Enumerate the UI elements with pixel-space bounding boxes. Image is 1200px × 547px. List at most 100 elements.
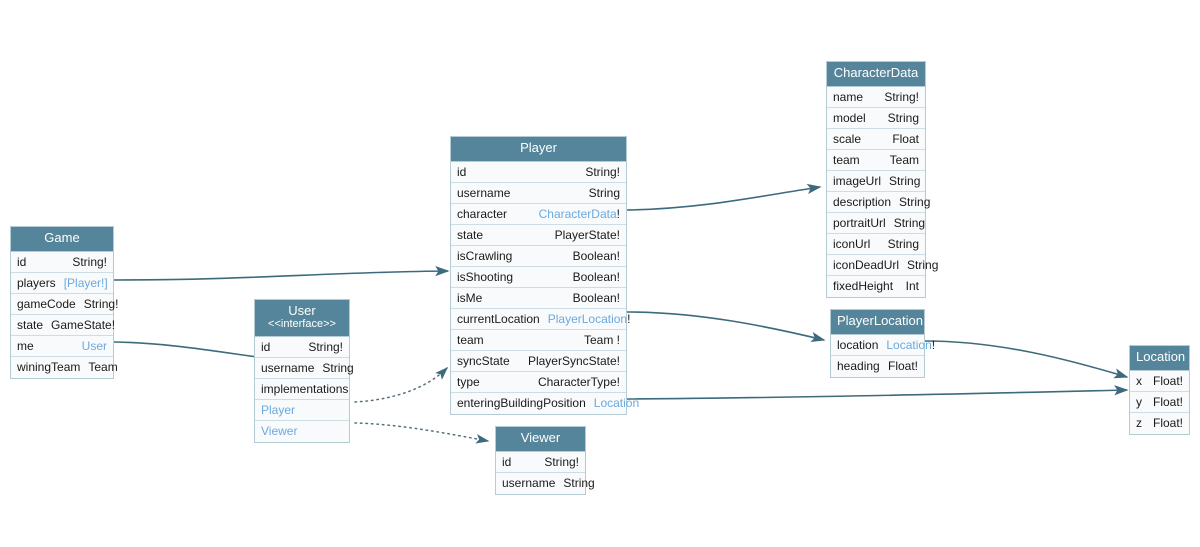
field-name: isMe — [457, 290, 483, 305]
field-row[interactable]: y Float! — [1130, 391, 1189, 413]
field-name: team — [457, 332, 484, 347]
field-type[interactable]: Location — [593, 396, 640, 411]
field-name: portraitUrl — [833, 215, 886, 230]
field-row[interactable]: syncState PlayerSyncState! — [451, 350, 626, 372]
field-row[interactable]: character CharacterData! — [451, 203, 626, 225]
node-user-stereotype: <<interface>> — [268, 317, 336, 330]
field-row[interactable]: description String — [827, 191, 930, 213]
field-row[interactable]: state GameState! — [11, 314, 115, 336]
field-type[interactable]: PlayerLocation! — [540, 312, 631, 326]
field-name: character — [457, 206, 508, 221]
field-row[interactable]: id String! — [255, 336, 349, 358]
field-row[interactable]: location Location! — [831, 334, 935, 356]
field-name: winingTeam — [17, 360, 81, 375]
field-name: y — [1136, 394, 1142, 409]
field-row[interactable]: username String — [255, 357, 354, 379]
field-row[interactable]: iconDeadUrl String — [827, 254, 938, 276]
field-row[interactable]: iconUrl String — [827, 233, 925, 255]
field-row[interactable]: heading Float! — [831, 355, 924, 377]
field-type[interactable]: Location! — [878, 338, 935, 352]
node-user[interactable]: User <<interface>> id String! username S… — [254, 299, 354, 443]
node-game[interactable]: Game id String! players [Player!] gameCo… — [10, 226, 118, 379]
field-row[interactable]: scale Float — [827, 128, 925, 150]
field-type: Boolean! — [572, 290, 620, 305]
field-type: Team — [889, 152, 919, 167]
node-location[interactable]: Location x Float! y Float! z Float! — [1129, 345, 1190, 435]
edge-game-players-to-player — [113, 265, 450, 281]
field-type: Float! — [1152, 373, 1183, 388]
field-row[interactable]: id String! — [451, 161, 626, 183]
field-row[interactable]: isMe Boolean! — [451, 287, 626, 309]
field-type: PlayerState! — [554, 227, 620, 242]
field-type-bang: ! — [627, 311, 631, 326]
field-row[interactable]: me User — [11, 335, 113, 357]
field-type: Team ! — [583, 332, 620, 347]
field-type[interactable]: CharacterData! — [531, 207, 620, 221]
field-row[interactable]: id String! — [11, 251, 113, 273]
node-location-title: Location — [1130, 346, 1189, 371]
field-name: id — [502, 454, 512, 469]
field-row[interactable]: gameCode String! — [11, 293, 118, 315]
field-row[interactable]: team Team ! — [451, 329, 626, 351]
node-playerlocation[interactable]: PlayerLocation location Location! headin… — [830, 309, 935, 378]
field-type[interactable]: [Player!] — [63, 275, 108, 290]
node-viewer[interactable]: Viewer id String! username String — [495, 426, 595, 495]
node-characterdata[interactable]: CharacterData name String! model String … — [826, 61, 938, 298]
field-name: iconUrl — [833, 236, 871, 251]
field-type[interactable]: User — [81, 338, 107, 353]
node-characterdata-title: CharacterData — [827, 62, 925, 87]
field-row[interactable]: currentLocation PlayerLocation! — [451, 308, 630, 330]
field-type: String — [907, 257, 939, 272]
field-row[interactable]: id String! — [496, 451, 585, 473]
field-name: state — [457, 227, 484, 242]
field-name: name — [833, 89, 864, 104]
field-type: String! — [544, 454, 579, 469]
field-type: String! — [308, 339, 343, 354]
field-type: Boolean! — [572, 269, 620, 284]
field-name: state — [17, 317, 44, 332]
field-type: Team — [88, 360, 118, 375]
field-name: location — [837, 337, 879, 352]
field-name: id — [457, 164, 467, 179]
field-row[interactable]: isCrawling Boolean! — [451, 245, 626, 267]
field-type: String — [893, 215, 926, 230]
field-name: x — [1136, 373, 1142, 388]
field-row[interactable]: fixedHeight Int — [827, 275, 925, 297]
implementation-row-viewer[interactable]: Viewer — [255, 420, 349, 442]
field-row[interactable]: x Float! — [1130, 370, 1189, 392]
edge-player-enteringbuildingposition-to-location — [626, 385, 1129, 400]
field-name: isShooting — [457, 269, 514, 284]
field-row[interactable]: username String — [496, 472, 595, 494]
field-type-link[interactable]: PlayerLocation — [547, 311, 628, 326]
field-row[interactable]: players [Player!] — [11, 272, 113, 294]
field-row[interactable]: imageUrl String — [827, 170, 925, 192]
field-type-link[interactable]: Location — [886, 337, 932, 352]
field-type: String! — [83, 296, 119, 311]
field-name: me — [17, 338, 34, 353]
field-row[interactable]: name String! — [827, 86, 925, 108]
field-row[interactable]: portraitUrl String — [827, 212, 926, 234]
field-type-link[interactable]: CharacterData — [538, 206, 617, 221]
field-name: username — [457, 185, 511, 200]
field-name: id — [261, 339, 271, 354]
field-name: currentLocation — [457, 311, 540, 326]
node-game-title: Game — [11, 227, 113, 252]
field-name: players — [17, 275, 56, 290]
field-row[interactable]: z Float! — [1130, 412, 1189, 434]
edge-playerlocation-location-to-location — [924, 340, 1129, 379]
field-row[interactable]: team Team — [827, 149, 925, 171]
field-row[interactable]: type CharacterType! — [451, 371, 626, 393]
field-name: syncState — [457, 353, 510, 368]
field-type: String! — [585, 164, 620, 179]
field-row[interactable]: username String — [451, 182, 626, 204]
field-row[interactable]: winingTeam Team — [11, 356, 118, 378]
field-name: isCrawling — [457, 248, 513, 263]
field-row[interactable]: state PlayerState! — [451, 224, 626, 246]
field-row[interactable]: enteringBuildingPosition Location — [451, 392, 639, 414]
implementation-row-player[interactable]: Player — [255, 399, 349, 421]
node-player[interactable]: Player id String! username String charac… — [450, 136, 639, 415]
field-type: String — [887, 236, 919, 251]
field-row[interactable]: model String — [827, 107, 925, 129]
field-row[interactable]: isShooting Boolean! — [451, 266, 626, 288]
field-name: imageUrl — [833, 173, 882, 188]
